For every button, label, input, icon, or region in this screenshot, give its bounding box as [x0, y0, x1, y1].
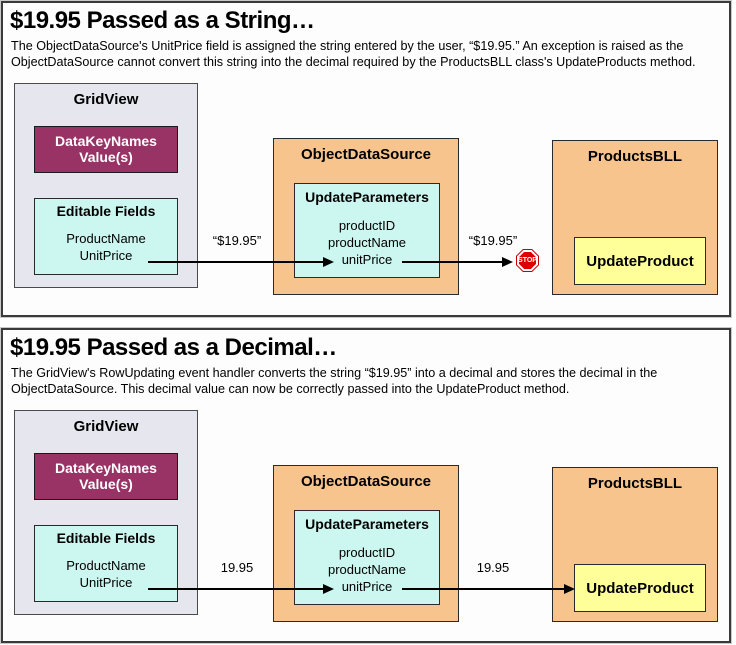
datakeynames-box: DataKeyNames Value(s) — [34, 453, 178, 500]
field-unitprice: UnitPrice — [79, 575, 133, 590]
editable-fields-list: ProductName UnitPrice — [35, 230, 177, 264]
updateparameters-list: productID productName unitPrice — [295, 217, 439, 268]
param-productname: productName — [327, 562, 407, 577]
panel-description: The ObjectDataSource's UnitPrice field i… — [11, 39, 696, 69]
gridview-box: GridView DataKeyNames Value(s) Editable … — [14, 410, 198, 615]
updateparameters-list: productID productName unitPrice — [295, 544, 439, 595]
field-unitprice: UnitPrice — [79, 248, 133, 263]
datakeynames-label-line2: Value(s) — [79, 476, 133, 492]
objectdatasource-title: ObjectDataSource — [300, 146, 432, 163]
editable-fields-box: Editable Fields ProductName UnitPrice — [34, 525, 178, 602]
objectdatasource-box: ObjectDataSource UpdateParameters produc… — [273, 138, 459, 295]
arrowhead-icon — [323, 257, 334, 267]
objectdatasource-box: ObjectDataSource UpdateParameters produc… — [273, 465, 459, 622]
updateparameters-title: UpdateParameters — [305, 189, 429, 205]
flow-line-gridview-to-ods — [148, 261, 323, 263]
panel-passed-as-string: $19.95 Passed as a String… The ObjectDat… — [0, 0, 732, 318]
datakeynames-box: DataKeyNames Value(s) — [34, 126, 178, 173]
field-productname: ProductName — [66, 231, 146, 246]
param-unitprice: unitPrice — [341, 579, 393, 594]
editable-fields-title: Editable Fields — [56, 203, 156, 219]
flow-value-label: “$19.95” — [468, 233, 518, 248]
productsbll-title: ProductsBLL — [587, 148, 683, 165]
updateparameters-box: UpdateParameters productID productName u… — [294, 510, 440, 605]
stop-sign-text: STOP — [519, 252, 536, 269]
productsbll-title: ProductsBLL — [587, 475, 683, 492]
panel-title: $19.95 Passed as a String… — [10, 7, 315, 34]
editable-fields-list: ProductName UnitPrice — [35, 557, 177, 591]
param-unitprice: unitPrice — [341, 252, 393, 267]
updateproduct-box: UpdateProduct — [574, 564, 706, 612]
flow-line-gridview-to-ods — [148, 588, 323, 590]
flow-value-label: 19.95 — [220, 560, 254, 575]
datakeynames-label-line2: Value(s) — [79, 149, 133, 165]
flow-diagram: GridView DataKeyNames Value(s) Editable … — [3, 81, 729, 295]
updateparameters-title: UpdateParameters — [305, 516, 429, 532]
panel-title: $19.95 Passed as a Decimal… — [10, 334, 337, 361]
flow-diagram: GridView DataKeyNames Value(s) Editable … — [3, 408, 729, 622]
flow-value-label: “$19.95” — [212, 233, 262, 248]
editable-fields-title: Editable Fields — [56, 530, 156, 546]
arrowhead-icon — [564, 584, 575, 594]
datakeynames-label-line1: DataKeyNames — [55, 460, 157, 476]
arrowhead-icon — [323, 584, 334, 594]
productsbll-box: ProductsBLL UpdateProduct — [552, 467, 718, 622]
flow-value-label: 19.95 — [476, 560, 510, 575]
param-productname: productName — [327, 235, 407, 250]
flow-line-ods-to-bll — [402, 588, 564, 590]
datakeynames-label-line1: DataKeyNames — [55, 133, 157, 149]
arrowhead-icon — [502, 257, 513, 267]
updateparameters-box: UpdateParameters productID productName u… — [294, 183, 440, 278]
panel-passed-as-decimal: $19.95 Passed as a Decimal… The GridView… — [0, 327, 732, 644]
stop-sign-icon: STOP — [516, 249, 539, 272]
updateproduct-box: UpdateProduct — [574, 237, 706, 285]
field-productname: ProductName — [66, 558, 146, 573]
gridview-title: GridView — [73, 91, 139, 108]
gridview-box: GridView DataKeyNames Value(s) Editable … — [14, 83, 198, 288]
flow-line-ods-to-bll — [402, 261, 502, 263]
productsbll-box: ProductsBLL UpdateProduct — [552, 140, 718, 295]
panel-description: The GridView's RowUpdating event handler… — [11, 366, 658, 396]
editable-fields-box: Editable Fields ProductName UnitPrice — [34, 198, 178, 275]
param-productid: productID — [338, 545, 396, 560]
param-productid: productID — [338, 218, 396, 233]
objectdatasource-title: ObjectDataSource — [300, 473, 432, 490]
gridview-title: GridView — [73, 418, 139, 435]
